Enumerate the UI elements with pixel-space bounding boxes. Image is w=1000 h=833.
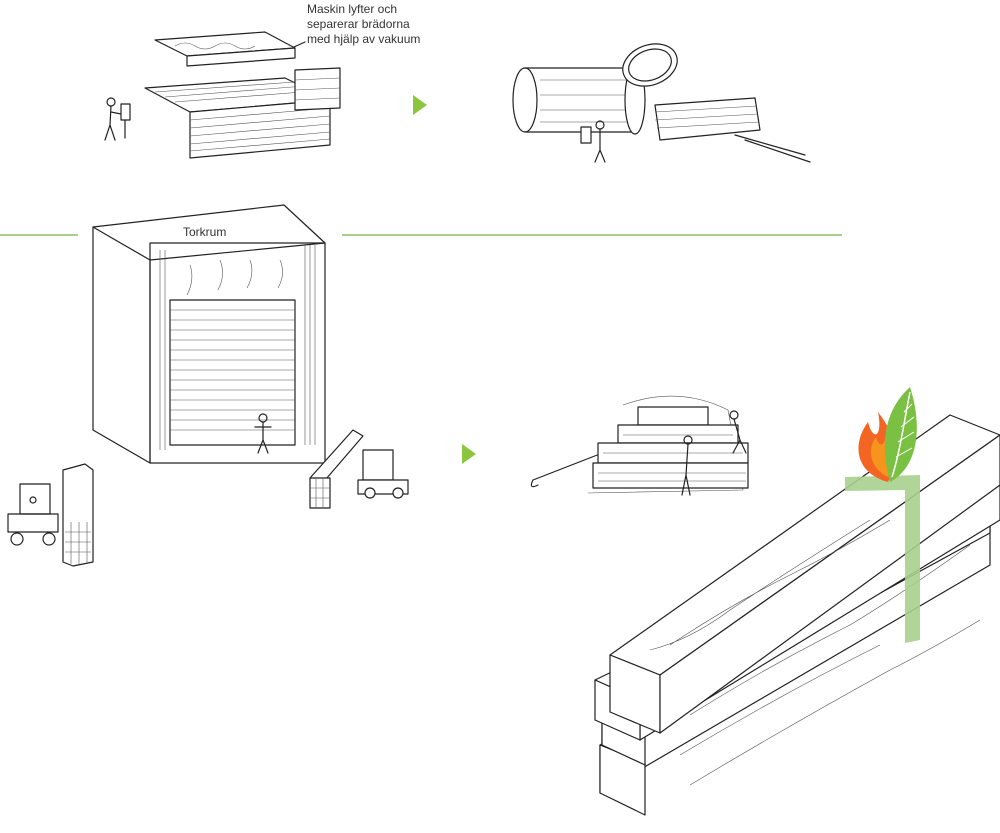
vacuum-note-line-1: Maskin lyfter och: [307, 2, 398, 16]
forklift-left-illustration: [7, 463, 94, 567]
flow-arrow-1: [413, 95, 427, 115]
lumber-stack-illustration: [594, 414, 1000, 816]
vacuum-note-line-3: med hjälp av vakuum: [307, 32, 421, 46]
forklift-right-illustration: [309, 429, 409, 509]
wrapping-illustration: [530, 395, 749, 496]
drying-room-label: Torkrum: [183, 225, 227, 239]
vacuum-chamber-illustration: [512, 43, 811, 163]
vacuum-note: Maskin lyfter och separerar brädorna med…: [307, 2, 420, 47]
divider-line-left: [0, 234, 78, 236]
divider-line-right: [342, 234, 842, 236]
vacuum-lift-illustration: [104, 31, 341, 159]
flow-arrow-2: [462, 444, 476, 464]
flame-leaf-logo-icon: [858, 387, 917, 482]
vacuum-note-line-2: separerar brädorna: [307, 17, 410, 31]
green-strap: [845, 475, 920, 643]
drying-room-illustration: [92, 204, 326, 464]
